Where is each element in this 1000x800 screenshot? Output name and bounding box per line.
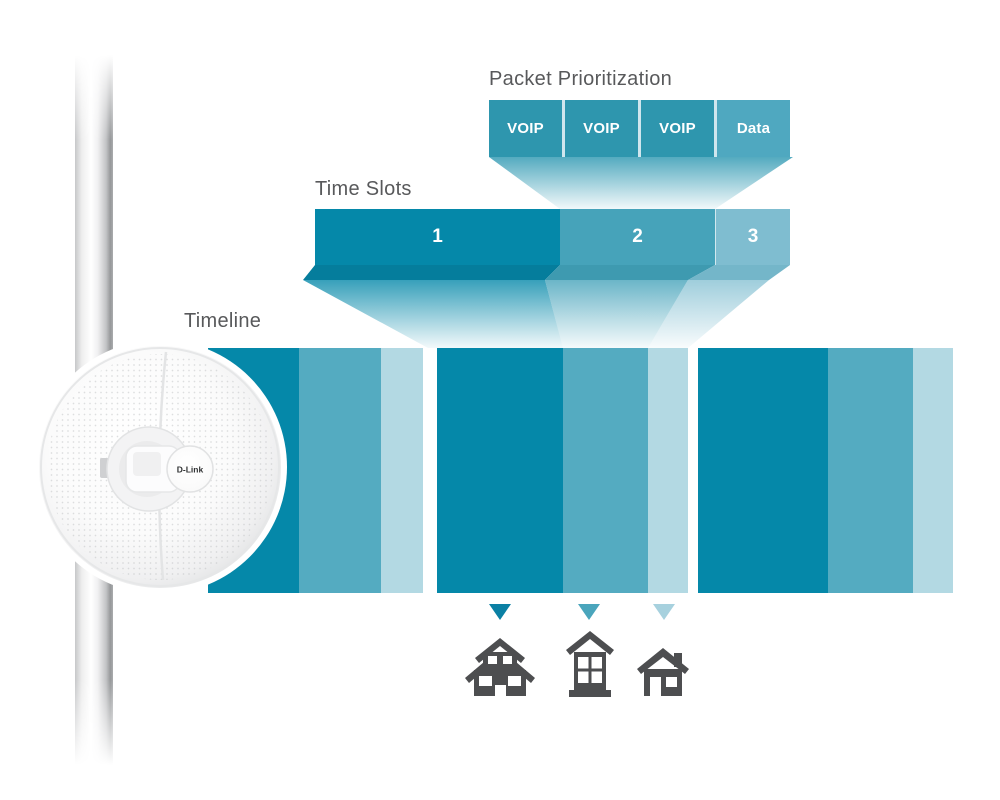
timeline-segment [698,348,828,593]
slot-to-timeline-funnel [303,280,769,348]
time-slots-label: Time Slots [315,178,412,200]
small-house-icon [637,648,689,696]
feed-arm-detail [133,452,161,476]
timeline-segment [208,348,299,593]
timeline-segment [299,348,381,593]
feed-ring [119,441,175,497]
packet-prioritization-row: VOIP VOIP VOIP Data [489,100,790,157]
medium-house-icon [566,631,614,697]
packet-box-data: Data [717,100,790,157]
slots-bevel [303,265,790,280]
timeline-segment [648,348,688,593]
feed-disc [166,445,214,493]
timeline-segment [913,348,953,593]
pole-clamp [100,458,113,478]
timeline-segment [828,348,913,593]
feed-arm [125,445,181,493]
arrow-down-light-icon [653,604,675,620]
dlink-logo: D-Link [177,465,204,475]
pole-shaft [75,55,113,765]
arrow-down-dark-icon [489,604,511,620]
packet-box-voip-1: VOIP [489,100,562,157]
arrow-down-medium-icon [578,604,600,620]
packet-box-voip-3: VOIP [641,100,714,157]
feed-base [106,426,192,512]
packet-box-voip-2: VOIP [565,100,638,157]
large-building-icon [465,638,535,696]
time-slots-bar: 1 2 3 [315,209,790,265]
packet-prioritization-label: Packet Prioritization [489,68,673,90]
timeline-label: Timeline [184,310,262,332]
timeline-segment [381,348,423,593]
time-slot-1: 1 [315,209,560,265]
time-slot-3: 3 [715,209,790,265]
timeline-segment [563,348,648,593]
timeline-segment [437,348,563,593]
time-slot-2: 2 [560,209,715,265]
packet-to-slot-funnel [489,157,793,209]
dish-seam [157,351,168,581]
